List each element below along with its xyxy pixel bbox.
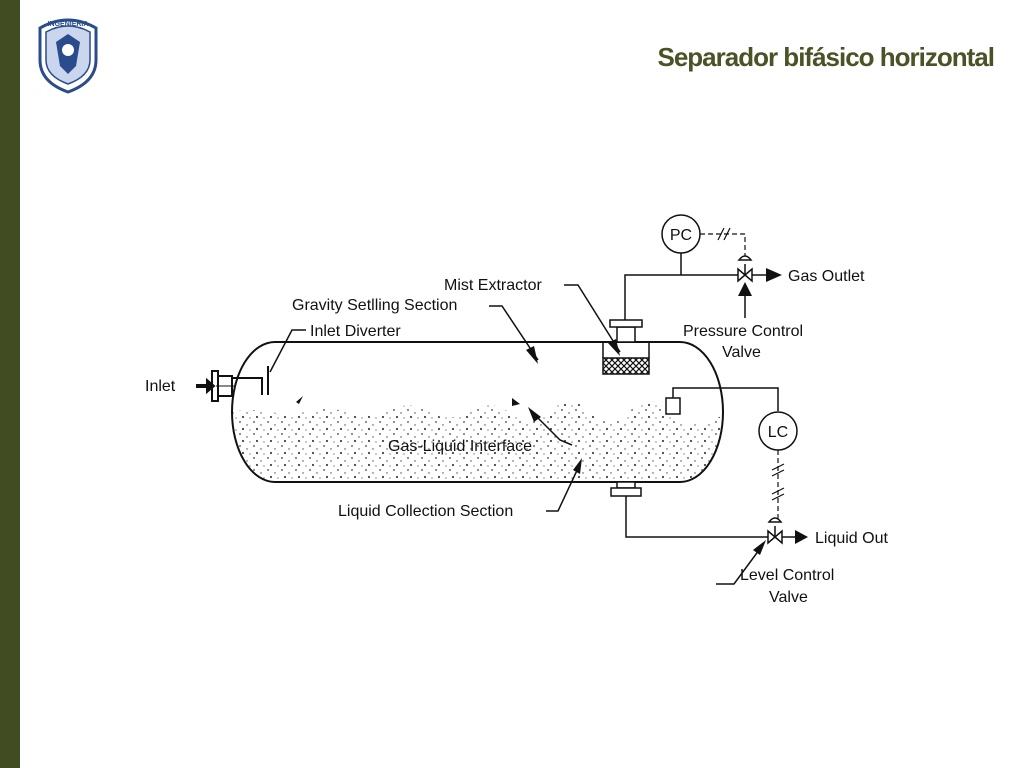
interface-leader <box>529 409 573 446</box>
pcv-label-line2: Valve <box>722 344 761 361</box>
pc-signal-line <box>700 233 746 258</box>
lcv-label-line2: Valve <box>769 589 808 606</box>
mist-extractor <box>602 319 650 375</box>
pc-label: PC <box>670 227 692 244</box>
pressure-control-valve <box>737 255 753 283</box>
inlet-diverter-label: Inlet Diverter <box>310 323 401 340</box>
gravity-settling-leader <box>489 305 539 361</box>
separator-vessel <box>231 341 724 483</box>
gas-outlet-arrow <box>766 268 782 282</box>
inlet-diverter-leader <box>269 329 306 373</box>
svg-text:INGENIERIA: INGENIERIA <box>48 21 89 28</box>
slide-title: Separador bifásico horizontal <box>657 42 995 72</box>
liquid-out-arrow <box>795 530 808 544</box>
level-control-valve <box>767 517 783 545</box>
lcv-leader <box>716 545 763 585</box>
mist-extractor-label: Mist Extractor <box>444 277 542 294</box>
inlet-label: Inlet <box>145 378 176 395</box>
liquid-out-label: Liquid Out <box>815 530 888 547</box>
liquid-collection-label: Liquid Collection Section <box>338 503 513 520</box>
university-crest-icon: INGENIERIA <box>38 18 98 94</box>
liquid-outlet-nozzle <box>610 481 768 538</box>
gas-outlet-label: Gas Outlet <box>788 268 865 285</box>
mist-extractor-leader <box>564 284 621 353</box>
liquid-region <box>232 401 723 482</box>
liquid-collection-leader <box>546 463 581 512</box>
interface-label: Gas-Liquid Interface <box>388 438 532 455</box>
lcv-label-line1: Level Control <box>740 567 834 584</box>
inlet-nozzle <box>196 366 269 402</box>
gravity-settling-label: Gravity Setlling Section <box>292 297 457 314</box>
pcv-label-line1: Pressure Control <box>683 323 803 340</box>
gas-line <box>624 274 738 320</box>
side-accent-bar <box>0 0 20 768</box>
level-sensor <box>665 387 779 415</box>
lc-label: LC <box>768 424 788 441</box>
